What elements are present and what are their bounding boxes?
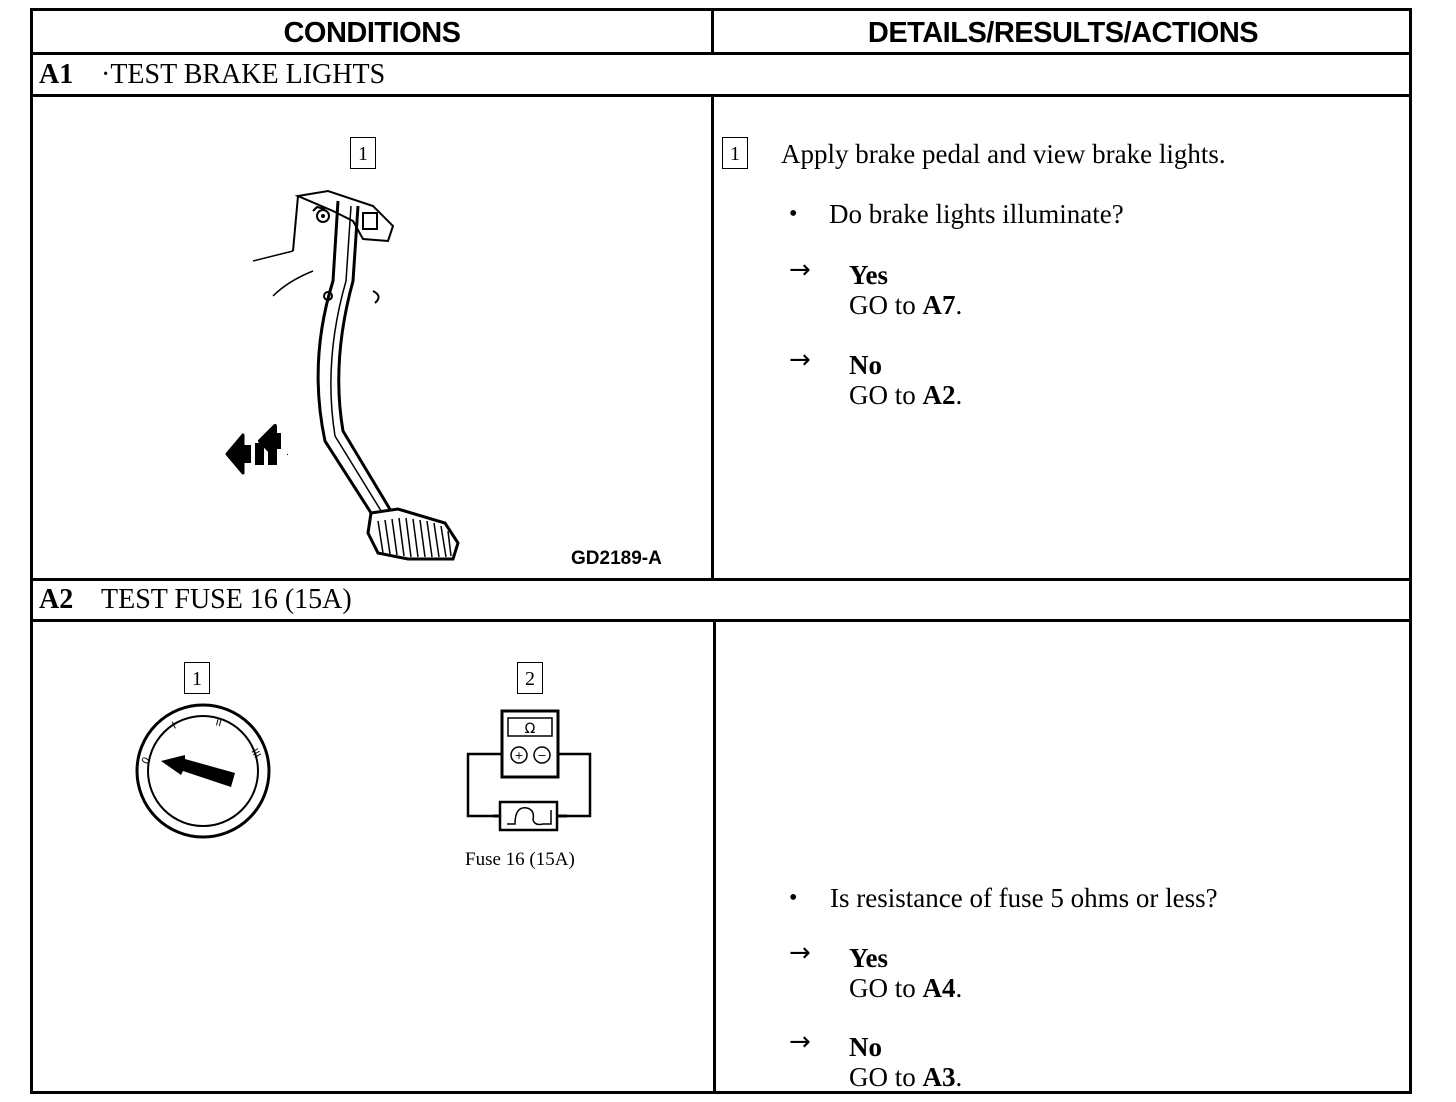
a1-answer-yes: Yes GO to A7. (849, 260, 962, 320)
minus-symbol: − (537, 749, 546, 762)
a2-figure-callout-1: 1 (184, 662, 210, 694)
answer-action: GO to A7. (849, 290, 963, 320)
answer-label: Yes (849, 943, 888, 973)
switch-mark-2: II (214, 717, 223, 729)
motion-arrow-icon (225, 433, 277, 475)
a1-title-divider (33, 94, 1409, 97)
conditions-header: CONDITIONS (283, 17, 461, 49)
a2-column-divider (713, 620, 716, 1094)
step-a2-title: A2 TEST FUSE 16 (15A) (39, 584, 352, 616)
header-divider (33, 52, 1409, 55)
a1-instruction: Apply brake pedal and view brake lights. (781, 139, 1226, 169)
a2-title-divider (33, 619, 1409, 622)
arrow-icon: → (789, 255, 811, 285)
a1-instruction-number: 1 (722, 137, 748, 169)
arrow-icon: → (789, 345, 811, 375)
answer-action: GO to A3. (849, 1062, 963, 1092)
a2-figure-callout-2: 2 (517, 662, 543, 694)
header-column-divider (711, 11, 714, 54)
arrow-icon: → (789, 1027, 811, 1057)
a1-figure-code: GD2189-A (571, 548, 662, 569)
answer-label: No (849, 350, 882, 380)
step-a1-title-text: ·TEST BRAKE LIGHTS (101, 59, 386, 90)
a1-figure-callout-1: 1 (350, 137, 376, 169)
answer-action: GO to A4. (849, 973, 963, 1003)
bullet-icon: • (789, 201, 798, 227)
fuse-caption: Fuse 16 (15A) (465, 849, 575, 870)
a2-question: Is resistance of fuse 5 ohms or less? (830, 883, 1218, 913)
switch-mark-0: 0 (140, 755, 153, 766)
a2-answer-no: No GO to A3. (849, 1032, 962, 1092)
answer-label: No (849, 1032, 882, 1062)
arrow-icon: → (789, 938, 811, 968)
plus-symbol: + (514, 749, 523, 762)
step-a2-id: A2 (39, 584, 74, 615)
a2-answer-yes: Yes GO to A4. (849, 943, 962, 1003)
bullet-icon: • (789, 885, 798, 911)
ohm-symbol: Ω (525, 721, 536, 737)
diagnostic-table: CONDITIONS DETAILS/RESULTS/ACTIONS A1 ·TE… (30, 8, 1412, 1094)
switch-mark-1: I (171, 721, 178, 732)
brake-pedal-illustration (252, 189, 460, 561)
step-a2-title-text: TEST FUSE 16 (15A) (101, 584, 352, 615)
answer-action: GO to A2. (849, 380, 963, 410)
step-a1-id: A1 (39, 59, 74, 90)
a1-answer-no: No GO to A2. (849, 350, 962, 410)
step-a1-title: A1 ·TEST BRAKE LIGHTS (39, 59, 385, 91)
a1-question: Do brake lights illuminate? (829, 199, 1124, 229)
a1-end-divider (33, 578, 1409, 581)
a1-column-divider (711, 95, 714, 580)
ignition-switch-icon: 0 I II III (135, 703, 271, 839)
answer-label: Yes (849, 260, 888, 290)
details-header: DETAILS/RESULTS/ACTIONS (867, 17, 1259, 49)
ohmmeter-circuit-icon: Ω + − (466, 709, 592, 832)
